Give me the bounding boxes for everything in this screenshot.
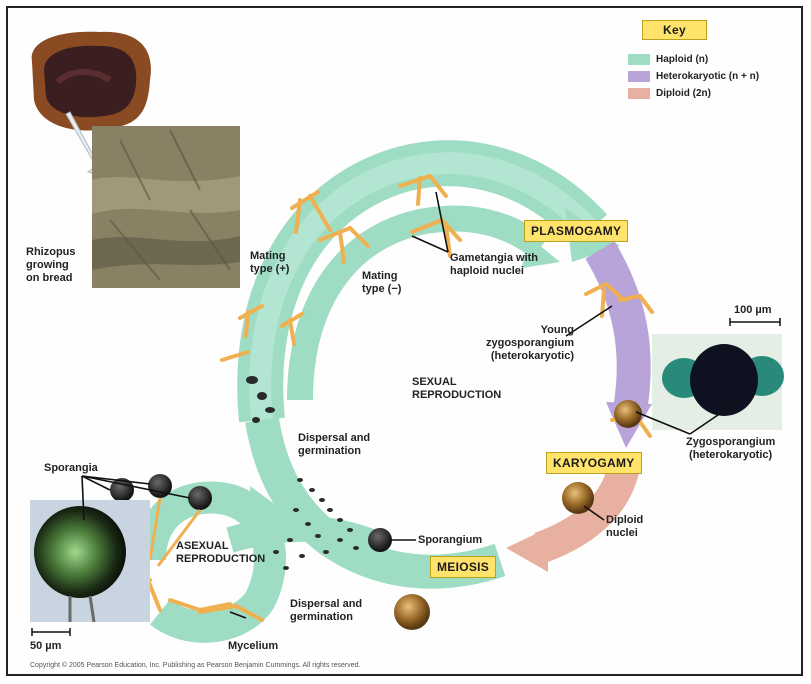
key-diploid-label: Diploid (2n): [656, 87, 711, 100]
mold-closeup-photo: [92, 126, 240, 288]
mycelium-label: Mycelium: [228, 640, 278, 653]
gametangia-label: Gametangia with haploid nuclei: [450, 252, 538, 278]
young-zygosporangium: [614, 400, 642, 428]
sexual-reproduction-label: SEXUAL REPRODUCTION: [412, 376, 501, 402]
karyogamy-stage: KARYOGAMY: [546, 452, 642, 474]
key-haploid-label: Haploid (n): [656, 53, 708, 66]
sporangium-label: Sporangium: [418, 534, 482, 547]
diploid-nuclei-label: Diploid nuclei: [606, 514, 643, 540]
dispersal-bottom-label: Dispersal and germination: [290, 598, 362, 624]
germinating-zygosporangium: [394, 594, 430, 630]
heterokaryotic-swatch: [628, 71, 650, 82]
plasmogamy-stage: PLASMOGAMY: [524, 220, 628, 242]
mating-plus-label: Mating type (+): [250, 250, 289, 276]
heterokaryotic-arc: [600, 250, 634, 410]
scale-50-label: 50 µm: [30, 640, 61, 653]
rhizopus-label: Rhizopus growing on bread: [26, 246, 76, 285]
sporangium-photo: [30, 500, 150, 622]
bread-photo: [32, 32, 151, 131]
mating-minus-label: Mating type (−): [362, 270, 401, 296]
key-heterokaryotic-label: Heterokaryotic (n + n): [656, 70, 759, 83]
zygosporangium-label: Zygosporangium (heterokaryotic): [686, 436, 775, 462]
asexual-reproduction-label: ASEXUAL REPRODUCTION: [176, 540, 265, 566]
meiosis-stage: MEIOSIS: [430, 556, 496, 578]
copyright-notice: Copyright © 2005 Pearson Education, Inc.…: [30, 662, 360, 669]
sporangia-label: Sporangia: [44, 462, 98, 475]
haploid-arc-inner: [300, 218, 540, 400]
diploid-swatch: [628, 88, 650, 99]
dispersal-top-label: Dispersal and germination: [298, 432, 370, 458]
scale-100-label: 100 µm: [734, 304, 772, 317]
haploid-swatch: [628, 54, 650, 65]
key-title: Key: [642, 20, 707, 40]
young-zygosporangium-label: Young zygosporangium (heterokaryotic): [486, 324, 574, 363]
